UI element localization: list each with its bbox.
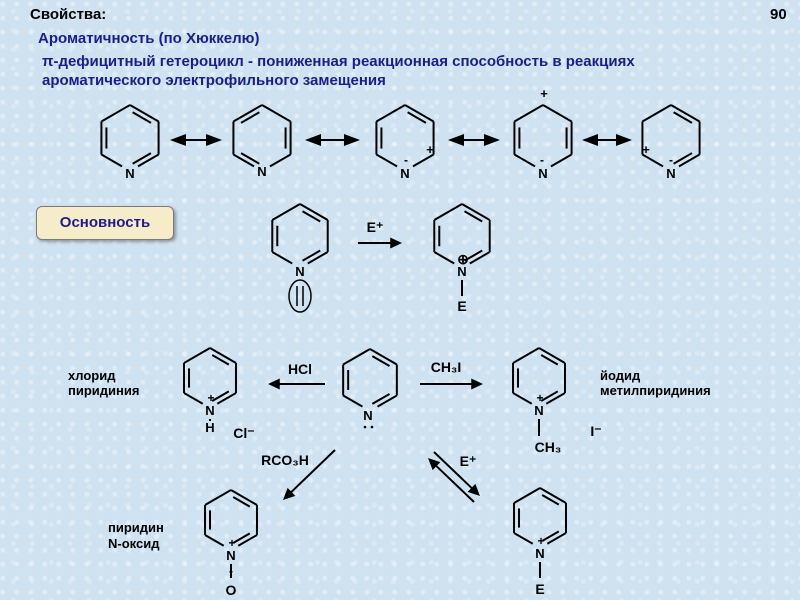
label-iodide-2: метилпиридиния bbox=[600, 383, 711, 398]
charge-plus: + bbox=[228, 536, 235, 550]
resonance-arrow bbox=[582, 134, 632, 146]
atom-n: N bbox=[534, 403, 543, 418]
reagent-hcl: HCl bbox=[288, 361, 312, 377]
charge-plus: + bbox=[426, 142, 434, 157]
slide-title: Свойства: bbox=[30, 6, 107, 23]
resonance-arrow bbox=[170, 134, 222, 146]
label-chloride-2: пиридиния bbox=[68, 383, 140, 398]
atom-n: N bbox=[226, 548, 235, 563]
charge-plus: + bbox=[642, 142, 650, 157]
pyridinium-ring bbox=[512, 347, 566, 405]
reaction-arrow-hcl bbox=[268, 378, 325, 390]
atom-n: N bbox=[363, 408, 372, 423]
pyridine-n-oxide-ring bbox=[204, 489, 258, 547]
atom-n: N bbox=[125, 166, 134, 181]
charge-minus: - bbox=[669, 153, 673, 167]
atom-n: N bbox=[666, 166, 675, 181]
reaction-arrow-ch3i bbox=[420, 378, 483, 390]
charge-circle-plus: ⊕ bbox=[457, 251, 469, 267]
basicity-button[interactable]: Основность bbox=[36, 206, 174, 240]
reaction-arrow bbox=[358, 237, 402, 249]
charge-minus: - bbox=[404, 153, 408, 167]
atom-n: N bbox=[205, 403, 214, 418]
pyridine-ring bbox=[641, 104, 701, 168]
pi-deficient-line-1: π-дефицитный гетероцикл - пониженная реа… bbox=[42, 53, 635, 70]
reagent-ch3i: CH₃I bbox=[431, 359, 462, 375]
charge-plus: + bbox=[207, 391, 214, 405]
reagent-rco3h: RCO₃H bbox=[261, 452, 309, 468]
equilibrium-arrow-back bbox=[428, 458, 475, 503]
atom-n: N bbox=[457, 264, 466, 279]
atom-h: H bbox=[205, 420, 214, 435]
charge-plus: + bbox=[536, 391, 543, 405]
label-chloride-1: хлорид bbox=[68, 368, 116, 383]
charge-minus: - bbox=[540, 153, 544, 167]
pyridine-ring bbox=[100, 104, 160, 168]
equilibrium-arrow-forward bbox=[433, 451, 480, 496]
pyridinium-ring bbox=[513, 487, 567, 545]
charge-minus: - bbox=[229, 564, 233, 578]
reagent-electrophile: E⁺ bbox=[367, 219, 384, 235]
pyridine-ring bbox=[513, 104, 573, 168]
label-noxide-1: пиридин bbox=[108, 520, 164, 535]
atom-n: N bbox=[538, 166, 547, 181]
pyridine-ring bbox=[232, 104, 292, 168]
label-noxide-2: N-оксид bbox=[108, 536, 160, 551]
atom-n: N bbox=[257, 164, 266, 179]
page-number: 90 bbox=[770, 6, 787, 23]
pyridine-ring bbox=[342, 348, 398, 408]
atom-o: O bbox=[226, 582, 237, 598]
methyl-group: CH₃ bbox=[535, 439, 562, 455]
atom-n: N bbox=[535, 546, 544, 561]
resonance-arrow bbox=[305, 134, 360, 146]
lone-pair-orbital bbox=[288, 279, 312, 313]
charge-plus: + bbox=[540, 86, 548, 101]
reagent-electrophile: E⁺ bbox=[460, 453, 477, 469]
label-iodide-1: йодид bbox=[600, 368, 641, 383]
pyridine-ring bbox=[375, 104, 435, 168]
pi-deficient-line-2: ароматического электрофильного замещения bbox=[42, 72, 386, 89]
reaction-arrow-rco3h bbox=[283, 449, 336, 500]
pyridine-ring bbox=[271, 203, 329, 265]
pyridinium-ring bbox=[433, 203, 491, 265]
atom-n: N bbox=[295, 264, 304, 279]
anion-iodide: I⁻ bbox=[590, 423, 601, 439]
pyridinium-ring bbox=[183, 347, 237, 405]
aromaticity-heading: Ароматичность (по Хюккелю) bbox=[38, 30, 260, 47]
resonance-arrow bbox=[448, 134, 500, 146]
atom-e: E bbox=[457, 298, 466, 314]
atom-n: N bbox=[400, 166, 409, 181]
atom-e: E bbox=[535, 581, 544, 597]
charge-plus: + bbox=[537, 534, 544, 548]
anion-chloride: Cl⁻ bbox=[233, 425, 254, 441]
